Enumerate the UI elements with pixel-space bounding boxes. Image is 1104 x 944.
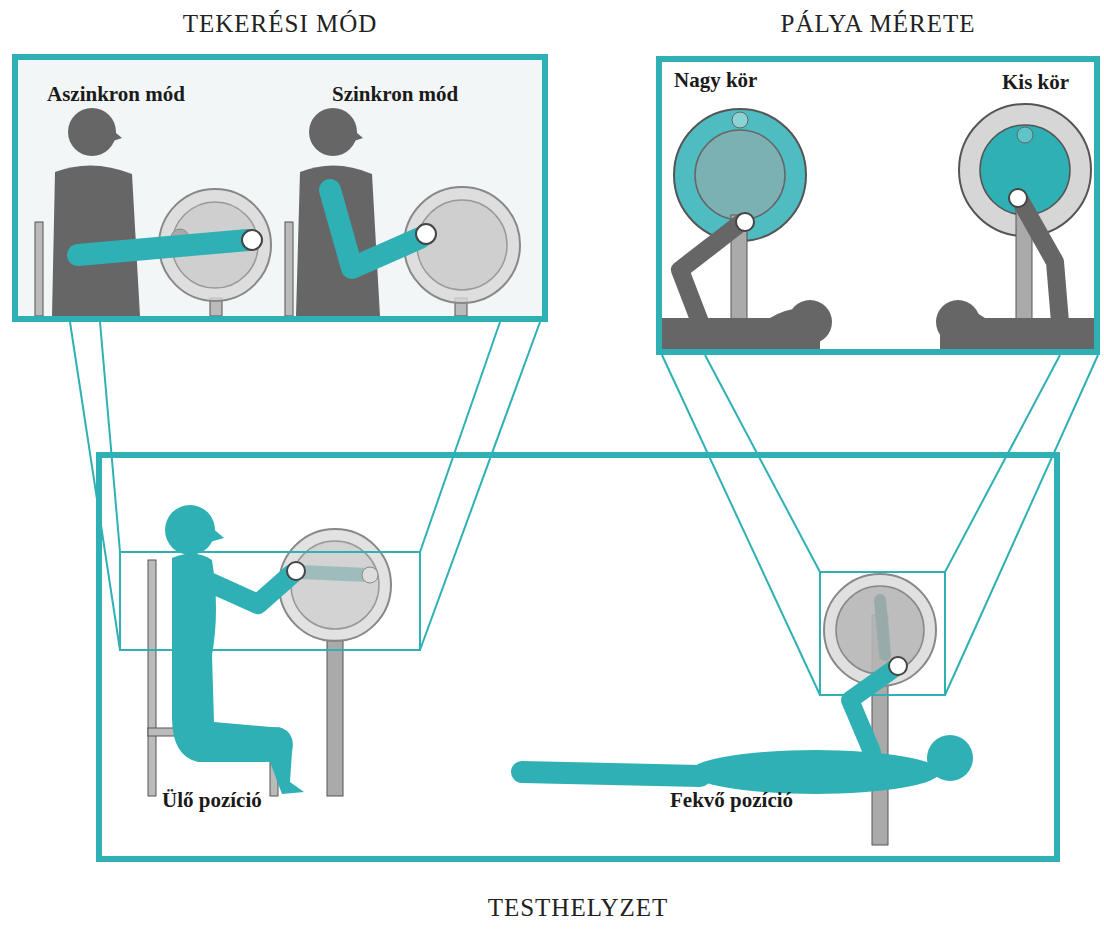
zoom-frame — [820, 572, 945, 695]
sub-label: Nagy kör — [672, 68, 759, 93]
panel-box: PÁLYA MÉRETENagy körKis kör — [656, 56, 1100, 355]
lying-figure — [522, 572, 973, 845]
sub-label: Ülő pozíció — [160, 788, 264, 813]
panel-box: TEKERÉSI MÓDAszinkron módSzinkron mód — [12, 54, 548, 322]
panel-heading: PÁLYA MÉRETE — [662, 10, 1094, 38]
large-circle-figure — [660, 109, 832, 350]
zoom-lines — [70, 322, 1098, 695]
seated-figure — [120, 505, 420, 796]
panel-ground — [15, 57, 545, 319]
sub-label: Fekvő pozíció — [668, 788, 795, 813]
panel-heading: TESTHELYZET — [102, 894, 1054, 922]
async-figure — [35, 108, 271, 316]
sub-label: Szinkron mód — [330, 82, 460, 107]
sub-label: Aszinkron mód — [45, 82, 187, 107]
small-circle-figure — [936, 104, 1097, 350]
sync-figure — [285, 108, 520, 316]
panel-box: TESTHELYZETÜlő pozícióFekvő pozíció — [96, 452, 1060, 862]
zoom-frame — [120, 552, 420, 650]
panel-heading: TEKERÉSI MÓD — [18, 10, 542, 38]
sub-label: Kis kör — [1000, 70, 1071, 95]
panel-ground — [659, 59, 1097, 352]
